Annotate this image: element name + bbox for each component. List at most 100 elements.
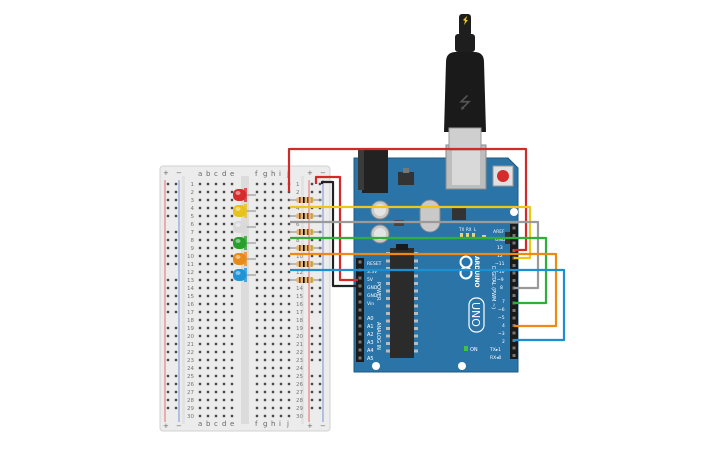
rail-hole[interactable] (174, 374, 178, 378)
breadboard-hole[interactable] (230, 406, 234, 410)
breadboard-hole[interactable] (222, 382, 226, 386)
rail-hole[interactable] (174, 398, 178, 402)
rail-hole[interactable] (318, 254, 322, 258)
header-pin[interactable] (358, 308, 362, 312)
breadboard-hole[interactable] (206, 406, 210, 410)
breadboard-hole[interactable] (230, 214, 234, 218)
rail-hole[interactable] (310, 342, 314, 346)
rail-hole[interactable] (166, 286, 170, 290)
wire-red-13[interactable] (287, 147, 528, 252)
breadboard-hole[interactable] (206, 318, 210, 322)
breadboard-hole[interactable] (271, 294, 275, 298)
breadboard-hole[interactable] (206, 230, 210, 234)
rail-hole[interactable] (166, 398, 170, 402)
breadboard-hole[interactable] (198, 326, 202, 330)
breadboard-hole[interactable] (214, 350, 218, 354)
breadboard-hole[interactable] (255, 406, 259, 410)
breadboard-hole[interactable] (255, 238, 259, 242)
breadboard-hole[interactable] (287, 238, 291, 242)
rail-hole[interactable] (174, 254, 178, 258)
breadboard-hole[interactable] (222, 390, 226, 394)
breadboard-hole[interactable] (222, 302, 226, 306)
rail-hole[interactable] (310, 254, 314, 258)
breadboard-hole[interactable] (263, 366, 267, 370)
breadboard-hole[interactable] (279, 302, 283, 306)
breadboard-hole[interactable] (271, 214, 275, 218)
rail-hole[interactable] (174, 302, 178, 306)
breadboard-hole[interactable] (255, 390, 259, 394)
breadboard-hole[interactable] (198, 310, 202, 314)
breadboard-hole[interactable] (230, 350, 234, 354)
breadboard-hole[interactable] (279, 398, 283, 402)
breadboard-hole[interactable] (255, 294, 259, 298)
breadboard-hole[interactable] (222, 190, 226, 194)
breadboard-hole[interactable] (271, 262, 275, 266)
breadboard-hole[interactable] (255, 278, 259, 282)
breadboard-hole[interactable] (287, 254, 291, 258)
rail-hole[interactable] (310, 398, 314, 402)
breadboard-hole[interactable] (271, 366, 275, 370)
breadboard-hole[interactable] (222, 374, 226, 378)
rail-hole[interactable] (318, 390, 322, 394)
breadboard-hole[interactable] (271, 358, 275, 362)
rail-hole[interactable] (166, 342, 170, 346)
breadboard-hole[interactable] (279, 366, 283, 370)
breadboard-hole[interactable] (255, 182, 259, 186)
breadboard-hole[interactable] (271, 390, 275, 394)
breadboard-hole[interactable] (214, 374, 218, 378)
header-pin[interactable] (358, 332, 362, 336)
rail-hole[interactable] (166, 334, 170, 338)
wires[interactable] (287, 147, 566, 342)
breadboard-hole[interactable] (222, 406, 226, 410)
rail-hole[interactable] (310, 190, 314, 194)
breadboard-hole[interactable] (222, 214, 226, 218)
breadboard-hole[interactable] (222, 366, 226, 370)
breadboard-hole[interactable] (206, 190, 210, 194)
breadboard-hole[interactable] (222, 358, 226, 362)
breadboard-hole[interactable] (279, 342, 283, 346)
breadboard-hole[interactable] (206, 334, 210, 338)
breadboard-hole[interactable] (255, 222, 259, 226)
rail-hole[interactable] (166, 206, 170, 210)
rail-hole[interactable] (310, 310, 314, 314)
breadboard-hole[interactable] (206, 246, 210, 250)
rail-hole[interactable] (174, 198, 178, 202)
rail-hole[interactable] (174, 206, 178, 210)
led-green[interactable] (233, 236, 256, 250)
resistor[interactable] (289, 261, 322, 267)
led-orange[interactable] (233, 252, 256, 266)
breadboard-hole[interactable] (255, 198, 259, 202)
wire-black-gnd[interactable] (320, 180, 358, 288)
breadboard-hole[interactable] (263, 334, 267, 338)
breadboard-hole[interactable] (263, 182, 267, 186)
rail-hole[interactable] (318, 302, 322, 306)
breadboard-hole[interactable] (263, 406, 267, 410)
led-red[interactable] (233, 188, 256, 202)
rail-hole[interactable] (174, 406, 178, 410)
breadboard-hole[interactable] (206, 358, 210, 362)
breadboard-hole[interactable] (279, 318, 283, 322)
breadboard-hole[interactable] (271, 382, 275, 386)
rail-hole[interactable] (310, 374, 314, 378)
breadboard-hole[interactable] (230, 334, 234, 338)
breadboard-hole[interactable] (271, 278, 275, 282)
breadboard-hole[interactable] (271, 254, 275, 258)
breadboard-hole[interactable] (263, 414, 267, 418)
breadboard-hole[interactable] (271, 182, 275, 186)
breadboard-hole[interactable] (230, 318, 234, 322)
header-pin[interactable] (358, 276, 362, 280)
breadboard-hole[interactable] (214, 390, 218, 394)
rail-hole[interactable] (318, 342, 322, 346)
rail-hole[interactable] (318, 374, 322, 378)
rail-hole[interactable] (174, 238, 178, 242)
breadboard-hole[interactable] (287, 358, 291, 362)
breadboard-hole[interactable] (206, 350, 210, 354)
breadboard-hole[interactable] (263, 342, 267, 346)
breadboard-hole[interactable] (230, 414, 234, 418)
breadboard-hole[interactable] (214, 262, 218, 266)
header-pin[interactable] (512, 241, 516, 245)
breadboard-hole[interactable] (255, 286, 259, 290)
breadboard-hole[interactable] (222, 310, 226, 314)
rail-hole[interactable] (174, 382, 178, 386)
